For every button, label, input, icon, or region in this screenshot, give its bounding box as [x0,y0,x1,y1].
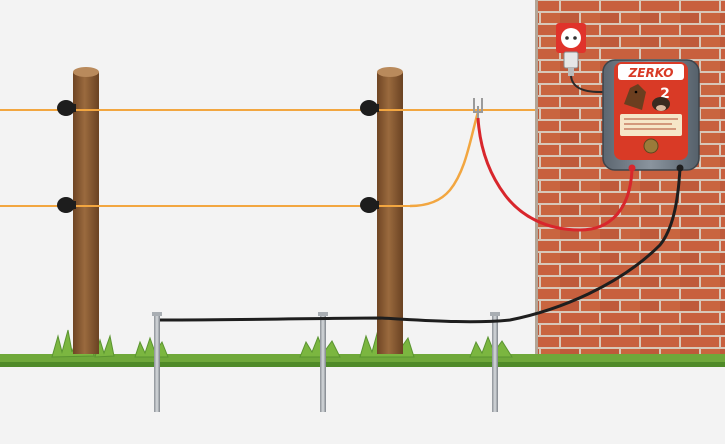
ground [0,354,725,367]
energizer-device: ZERKO 2 [602,59,700,172]
device-model-number: 2 [660,86,670,102]
earth-terminal [676,164,684,172]
wire-clamp [473,98,483,120]
wooden-post [377,67,403,354]
device-emblem [643,138,659,154]
live-terminal [628,164,636,172]
insulator [57,100,76,116]
power-plug-icon [563,51,612,93]
ground-stake [318,312,328,412]
horse-head-icon [624,84,646,110]
device-brand: ZERKO [628,66,674,80]
ground-stake [490,312,500,412]
insulator [360,100,379,116]
wall-socket-icon [556,23,586,53]
insulator [57,197,76,213]
insulator [360,197,379,213]
ground-stakes [152,312,500,412]
live-cable [476,117,634,232]
device-label-panel [620,114,682,136]
ground-stake [152,312,162,412]
earth-cable [159,167,682,324]
wooden-post [73,67,99,354]
cow-head-icon [652,97,670,111]
jumper-wire [409,111,480,208]
insulators [57,100,379,213]
